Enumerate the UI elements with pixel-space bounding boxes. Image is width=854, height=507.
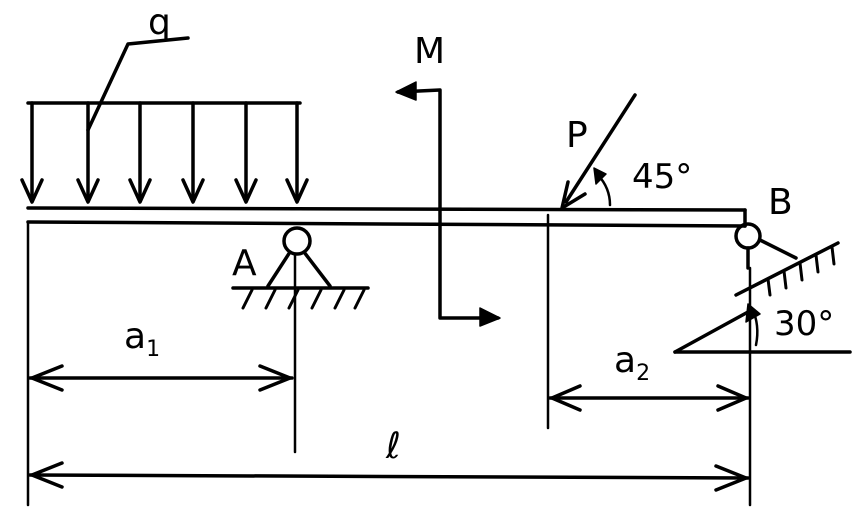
- label-a1: a1: [124, 316, 160, 362]
- label-q: q: [148, 2, 171, 43]
- label-b: B: [768, 182, 793, 223]
- roller-support-b: [673, 222, 852, 354]
- label-a2: a2: [614, 340, 650, 386]
- dimension-l: [28, 461, 750, 492]
- label-a: A: [232, 243, 257, 284]
- moment-m-symbol: [395, 81, 501, 327]
- label-p: P: [566, 115, 588, 156]
- label-m: M: [414, 31, 445, 72]
- dimension-a1: [28, 364, 294, 392]
- label-l: ℓ: [385, 426, 401, 467]
- label-angle-30: 30°: [774, 304, 834, 344]
- force-p: [560, 93, 637, 210]
- dimension-a2: [548, 384, 750, 412]
- distributed-load-q: [20, 36, 309, 204]
- beam: [26, 206, 747, 228]
- extension-lines: [26, 213, 752, 507]
- pin-support-a: [231, 226, 370, 310]
- label-angle-45: 45°: [632, 157, 692, 197]
